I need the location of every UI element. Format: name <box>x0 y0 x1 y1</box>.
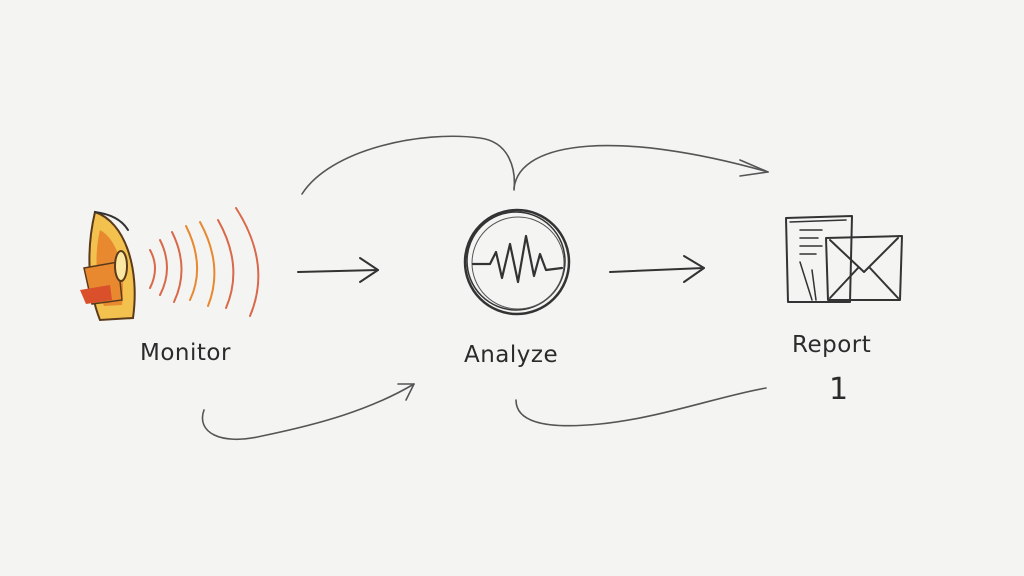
document-envelope-icon <box>785 215 903 303</box>
signal-waves <box>149 207 260 317</box>
feedback-arrow-top <box>301 135 769 195</box>
arrow-analyze-to-report <box>609 255 705 283</box>
feedback-arrow-bottom-left <box>201 383 415 441</box>
satellite-dish-icon <box>80 210 136 322</box>
arrow-monitor-to-analyze <box>297 257 379 283</box>
step-label-monitor: Monitor <box>140 340 231 366</box>
report-number: 1 <box>829 372 849 407</box>
step-label-report: Report <box>792 332 872 358</box>
waveform-circle-icon <box>463 208 571 316</box>
step-label-analyze: Analyze <box>464 342 559 368</box>
feedback-arrow-bottom-right <box>515 387 767 427</box>
